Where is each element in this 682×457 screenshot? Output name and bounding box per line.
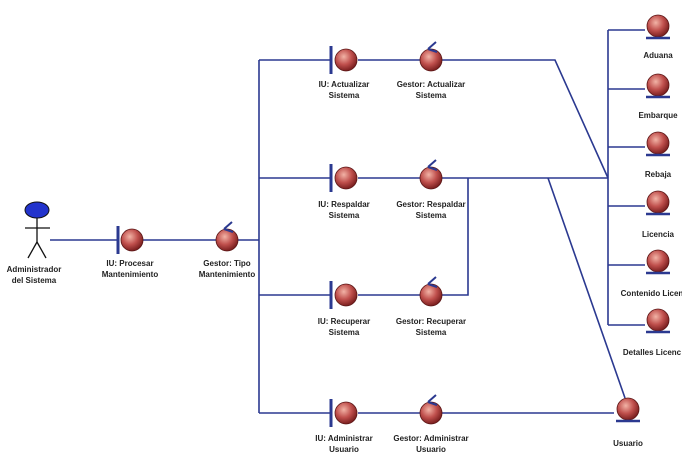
link-gestor-recuperar-join: [441, 178, 469, 296]
actor-administrador[interactable]: Administrador del Sistema: [7, 201, 62, 285]
entity-detalles-label: Detalles Licenc: [623, 348, 682, 357]
boundary-procesar-label-line1: IU: Procesar: [106, 259, 153, 268]
boundary-procesar-mantenimiento[interactable]: IU: Procesar Mantenimiento: [102, 226, 159, 279]
entity-licencia-label: Licencia: [642, 230, 675, 239]
control-icon: [419, 159, 443, 190]
boundary-actualizar-sistema[interactable]: IU: Actualizar Sistema: [319, 46, 370, 100]
actor-label-line2: del Sistema: [12, 276, 57, 285]
stick-figure-actor-icon: [24, 201, 50, 259]
boundary-icon: [329, 281, 358, 309]
control-actualizar-sistema[interactable]: Gestor: Actualizar Sistema: [397, 41, 466, 100]
control-actualizar-label-line2: Sistema: [416, 91, 447, 100]
boundary-administrar-label-line1: IU: Administrar: [315, 434, 373, 443]
entity-contenido-label: Contenido Licen: [621, 289, 682, 298]
entity-icon: [646, 308, 670, 334]
control-respaldar-label-line1: Gestor: Respaldar: [396, 200, 465, 209]
boundary-recuperar-label-line2: Sistema: [329, 328, 360, 337]
link-gestor-actualizar-entities: [441, 59, 609, 179]
entity-icon: [646, 131, 670, 157]
entity-aduana[interactable]: Aduana: [643, 14, 673, 60]
actor-label-line1: Administrador: [7, 265, 62, 274]
boundary-icon: [116, 226, 144, 254]
entity-rebaja-label: Rebaja: [645, 170, 672, 179]
control-tipo-mantenimiento[interactable]: Gestor: Tipo Mantenimiento: [199, 221, 256, 279]
control-icon: [419, 41, 443, 72]
control-tipo-label-line2: Mantenimiento: [199, 270, 256, 279]
boundary-recuperar-label-line1: IU: Recuperar: [318, 317, 370, 326]
entity-icon: [646, 190, 670, 216]
control-icon: [419, 394, 443, 425]
boundary-administrar-label-line2: Usuario: [329, 445, 359, 454]
entity-aduana-label: Aduana: [643, 51, 673, 60]
boundary-icon: [329, 164, 358, 192]
control-administrar-label-line1: Gestor: Administrar: [393, 434, 468, 443]
entity-detalles-licencia[interactable]: Detalles Licenc: [623, 308, 682, 357]
boundary-respaldar-label-line2: Sistema: [329, 211, 360, 220]
entity-icon: [616, 397, 640, 423]
control-tipo-label-line1: Gestor: Tipo: [203, 259, 251, 268]
entity-embarque-label: Embarque: [638, 111, 678, 120]
boundary-respaldar-label-line1: IU: Respaldar: [318, 200, 370, 209]
control-administrar-label-line2: Usuario: [416, 445, 446, 454]
control-recuperar-label-line2: Sistema: [416, 328, 447, 337]
boundary-respaldar-sistema[interactable]: IU: Respaldar Sistema: [318, 164, 370, 220]
control-actualizar-label-line1: Gestor: Actualizar: [397, 80, 466, 89]
connection-lines: [50, 29, 645, 414]
control-recuperar-sistema[interactable]: Gestor: Recuperar Sistema: [396, 276, 466, 337]
boundary-recuperar-sistema[interactable]: IU: Recuperar Sistema: [318, 281, 370, 337]
control-administrar-usuario[interactable]: Gestor: Administrar Usuario: [393, 394, 469, 454]
entity-licencia[interactable]: Licencia: [642, 190, 675, 239]
entity-icon: [646, 73, 670, 99]
entity-icon: [646, 14, 670, 40]
entity-contenido-licencia[interactable]: Contenido Licen: [621, 249, 682, 298]
link-respaldar-usuario: [547, 177, 626, 399]
entity-embarque[interactable]: Embarque: [638, 73, 678, 120]
control-icon: [419, 276, 443, 307]
entity-usuario[interactable]: Usuario: [613, 397, 643, 448]
entity-rebaja[interactable]: Rebaja: [645, 131, 672, 179]
boundary-procesar-label-line2: Mantenimiento: [102, 270, 159, 279]
control-icon: [215, 221, 239, 252]
boundary-actualizar-label-line1: IU: Actualizar: [319, 80, 370, 89]
control-respaldar-label-line2: Sistema: [416, 211, 447, 220]
boundary-administrar-usuario[interactable]: IU: Administrar Usuario: [315, 399, 373, 454]
boundary-icon: [329, 399, 358, 427]
entity-usuario-label: Usuario: [613, 439, 643, 448]
control-respaldar-sistema[interactable]: Gestor: Respaldar Sistema: [396, 159, 466, 220]
control-recuperar-label-line1: Gestor: Recuperar: [396, 317, 466, 326]
entity-icon: [646, 249, 670, 275]
boundary-actualizar-label-line2: Sistema: [329, 91, 360, 100]
boundary-icon: [329, 46, 358, 74]
